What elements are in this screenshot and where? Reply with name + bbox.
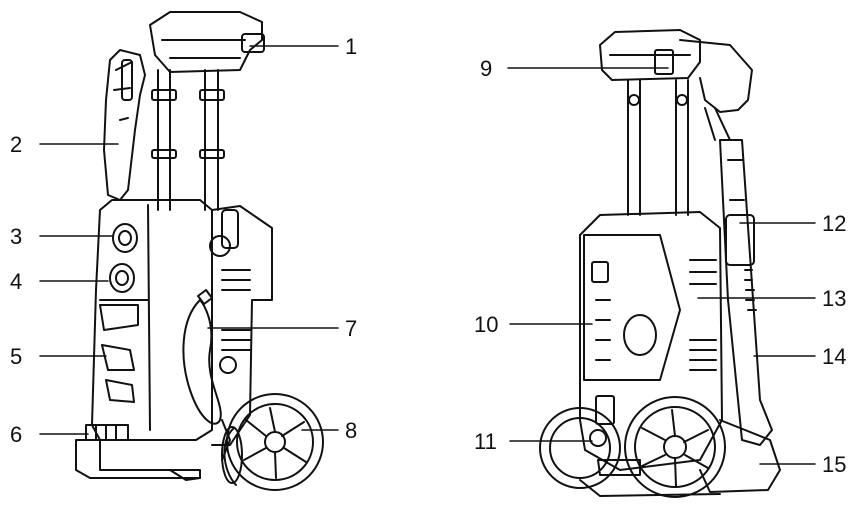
label-6: 6: [10, 422, 22, 447]
leader-lines: [39, 45, 816, 465]
callout-labels: 1 2 3 4 5 6 7 8 9 10 11 12 13 14 15: [10, 34, 846, 477]
label-8: 8: [345, 418, 357, 443]
label-4: 4: [10, 269, 22, 294]
label-2: 2: [10, 132, 22, 157]
label-11: 11: [474, 429, 497, 454]
label-3: 3: [10, 224, 22, 249]
label-15: 15: [822, 452, 846, 477]
label-10: 10: [474, 312, 498, 337]
label-9: 9: [480, 56, 492, 81]
label-12: 12: [822, 211, 846, 236]
back-view-washer: [539, 29, 781, 498]
label-1: 1: [345, 34, 357, 59]
front-view-washer: [75, 11, 324, 491]
label-5: 5: [10, 344, 22, 369]
label-14: 14: [822, 344, 846, 369]
label-13: 13: [822, 286, 846, 311]
label-7: 7: [345, 316, 357, 341]
